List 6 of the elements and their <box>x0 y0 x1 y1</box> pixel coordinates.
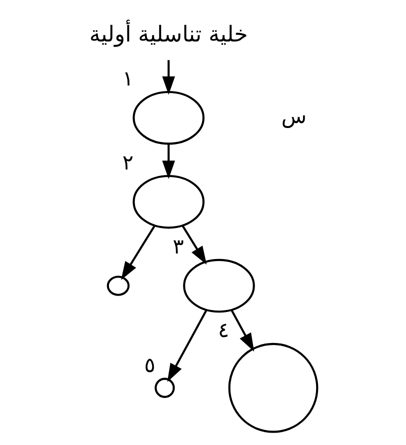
label: س <box>280 104 306 128</box>
node-label: ٢ <box>122 150 133 174</box>
node-label: ٣ <box>172 234 184 258</box>
node-label: ٥ <box>144 353 155 378</box>
node-label: ١ <box>122 66 133 90</box>
node-label: ٤ <box>217 318 229 342</box>
